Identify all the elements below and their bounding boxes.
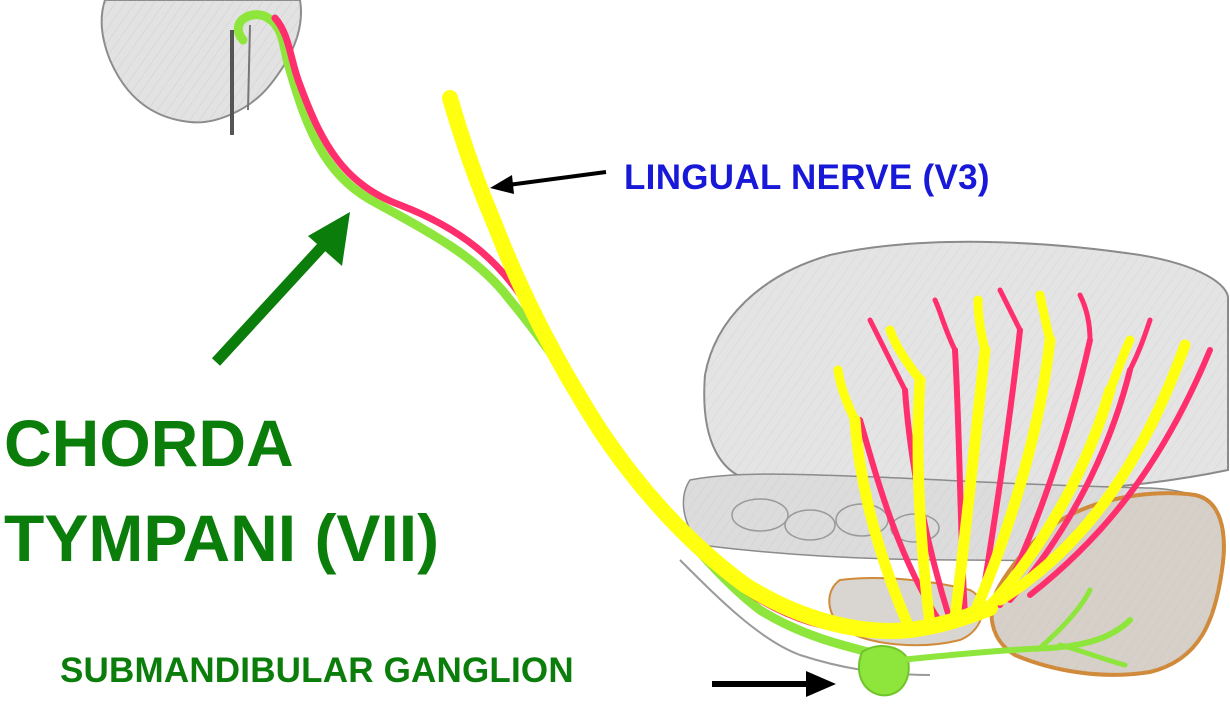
- chorda-tympani-label-line2: TYMPANI (VII): [4, 505, 439, 571]
- lingual-arrow-shaft: [508, 172, 606, 185]
- lingual-nerve-label: LINGUAL NERVE (V3): [624, 158, 990, 198]
- submandibular-ganglion-label: SUBMANDIBULAR GANGLION: [60, 651, 574, 691]
- lingual-arrow-head: [490, 175, 514, 194]
- submandibular-arrow-head: [806, 671, 836, 697]
- chorda-arrow-shaft: [216, 238, 330, 362]
- chorda-tympani-label-line1: CHORDA: [4, 410, 294, 476]
